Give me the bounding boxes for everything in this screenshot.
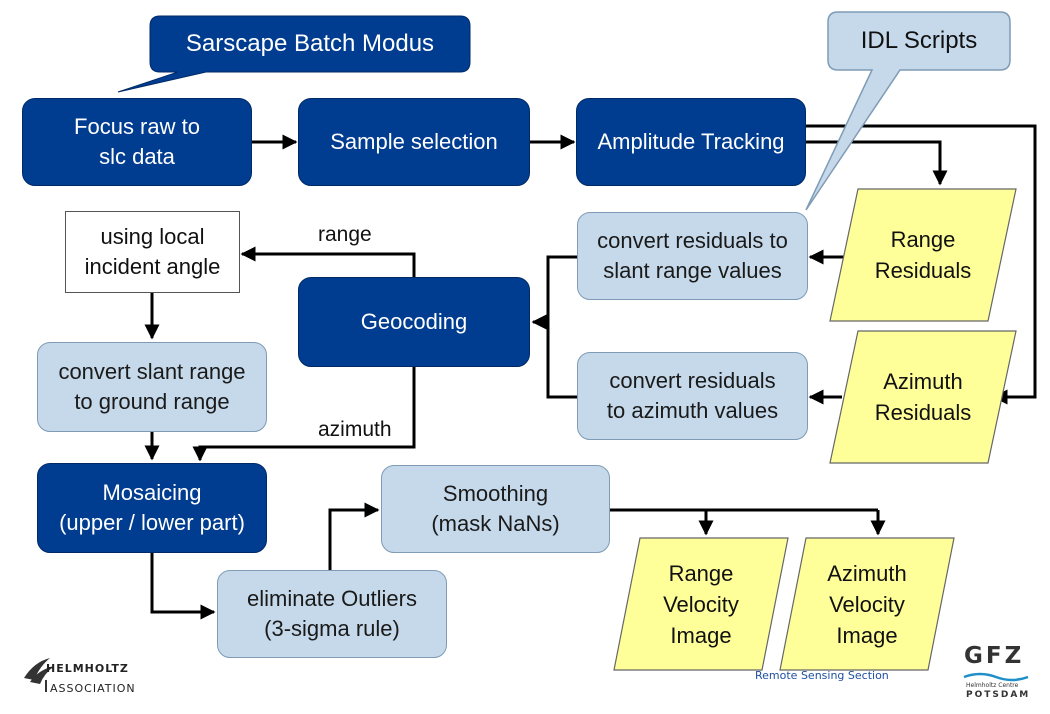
helmholtz-logo-icon xyxy=(24,658,54,692)
range-residuals-node: Range Residuals xyxy=(828,188,1018,322)
idl-callout-label: IDL Scripts xyxy=(860,27,978,54)
gfz-subtitle-2: POTSDAM xyxy=(966,690,1031,700)
gfz-wave-icon xyxy=(963,672,1029,682)
range-velocity-node: Range Velocity Image xyxy=(612,537,790,671)
amplitude-tracking-node: Amplitude Tracking xyxy=(576,98,806,186)
azimuth-velocity-label: Azimuth Velocity Image xyxy=(827,560,907,648)
range-velocity-label: Range Velocity Image xyxy=(663,560,739,648)
range-residuals-shape xyxy=(829,188,1017,322)
arrow-geocoding-range xyxy=(240,246,416,277)
convert-slant-ground-node: convert slant range to ground range xyxy=(37,342,267,432)
convert-azimuth-node: convert residuals to azimuth values xyxy=(577,352,808,440)
range-residuals-label: Range Residuals xyxy=(874,227,972,283)
arrow-mosaic-to-outliers xyxy=(150,553,216,620)
arrow-smoothing-to-range-velocity xyxy=(610,508,878,534)
sarscape-callout-label: Sarscape Batch Modus xyxy=(185,30,435,57)
azimuth-residuals-shape xyxy=(829,330,1017,464)
azimuth-residuals-label: Azimuth Residuals xyxy=(874,369,972,425)
convert-slant-range-node: convert residuals to slant range values xyxy=(577,212,808,300)
azimuth-velocity-shape xyxy=(779,537,955,671)
arrow-converts-to-geocoding xyxy=(533,255,577,399)
eliminate-outliers-node: eliminate Outliers (3-sigma rule) xyxy=(217,570,447,658)
mosaicing-node: Mosaicing (upper / lower part) xyxy=(37,463,267,553)
sample-selection-node: Sample selection xyxy=(298,98,530,186)
azimuth-edge-label: azimuth xyxy=(318,418,392,441)
gfz-subtitle-1: Helmholtz Centre xyxy=(966,682,1019,689)
arrow-geocoding-azimuth xyxy=(192,367,416,462)
azimuth-residuals-node: Azimuth Residuals xyxy=(828,330,1018,464)
azimuth-velocity-node: Azimuth Velocity Image xyxy=(778,537,956,671)
arrow-outliers-to-smoothing xyxy=(328,502,380,570)
focus-raw-node: Focus raw to slc data xyxy=(22,98,252,186)
gfz-logo-text: GFZ xyxy=(964,643,1025,669)
arrow-tracking-to-azimuth-residuals xyxy=(806,124,1037,405)
smoothing-node: Smoothing (mask NaNs) xyxy=(381,465,610,553)
range-edge-label: range xyxy=(318,223,372,246)
helmholtz-line1: HELMHOLTZ xyxy=(46,662,129,675)
helmholtz-line2: ASSOCIATION xyxy=(50,682,136,695)
local-incident-angle-node: using local incident angle xyxy=(65,211,240,293)
section-label: Remote Sensing Section xyxy=(755,669,889,682)
range-velocity-shape xyxy=(613,537,789,671)
geocoding-node: Geocoding xyxy=(298,277,530,367)
